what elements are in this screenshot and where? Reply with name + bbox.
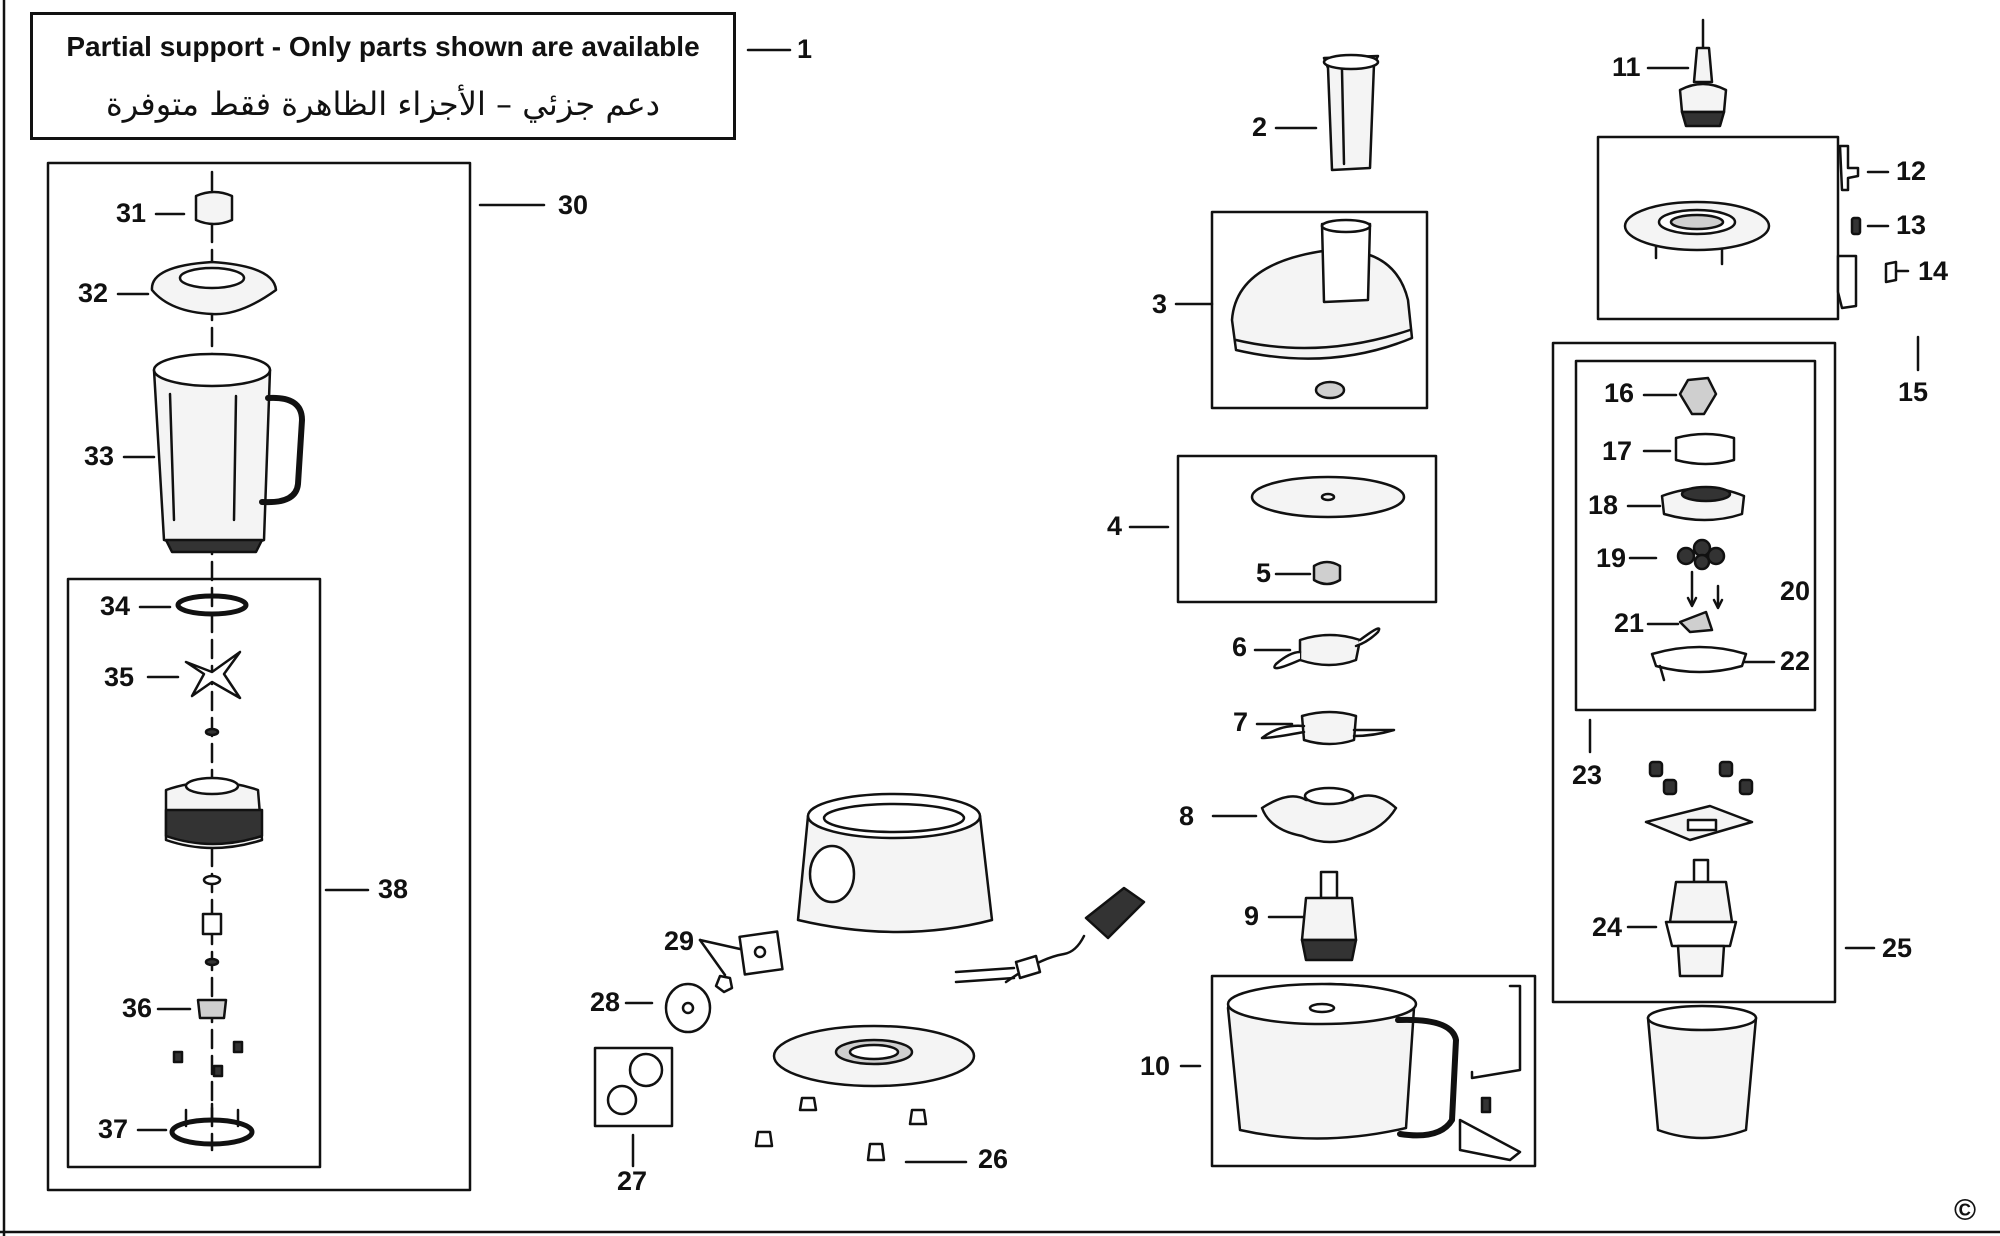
part-label-38: 38 <box>378 874 409 904</box>
part-label-31: 31 <box>116 198 147 228</box>
part-label-21: 21 <box>1614 608 1645 638</box>
blade-coupling <box>172 998 244 1078</box>
work-bowl <box>1226 982 1522 1162</box>
part-label-10: 10 <box>1140 1051 1171 1081</box>
part-label-7: 7 <box>1233 707 1249 737</box>
part-label-15: 15 <box>1898 377 1929 407</box>
part-label-30: 30 <box>558 190 589 220</box>
part-label-17: 17 <box>1602 436 1633 466</box>
whisk-disc <box>1260 786 1398 844</box>
switch-assembly-box <box>593 1046 674 1128</box>
part-label-18: 18 <box>1588 490 1619 520</box>
part-label-1: 1 <box>797 34 813 64</box>
notice-arabic: دعم جزئي – الأجزاء الظاهرة فقط متوفرة <box>105 85 661 123</box>
part-label-23: 23 <box>1572 760 1603 790</box>
lid-assembly-box <box>1210 210 1429 410</box>
switch-parts <box>606 930 784 1116</box>
blender-base-ring <box>169 1102 255 1147</box>
part-label-19: 19 <box>1596 543 1627 573</box>
gearbox <box>1644 760 1754 978</box>
part-label-16: 16 <box>1604 378 1635 408</box>
part-label-2: 2 <box>1252 112 1268 142</box>
part-label-6: 6 <box>1232 632 1248 662</box>
blade-assembly-box <box>66 577 322 1169</box>
part-label-24: 24 <box>1592 912 1623 942</box>
blender-jug <box>152 352 305 554</box>
power-cord <box>954 886 1146 984</box>
part-label-28: 28 <box>590 987 621 1017</box>
gear-set <box>1650 376 1748 682</box>
part-label-35: 35 <box>104 662 135 692</box>
bowl-lid <box>1230 218 1414 400</box>
gearbox-housing <box>1646 1004 1758 1140</box>
part-label-25: 25 <box>1882 933 1913 963</box>
part-label-14: 14 <box>1918 256 1949 286</box>
copyright-mark: © <box>1954 1194 1977 1227</box>
part-label-27: 27 <box>617 1166 648 1196</box>
disc-assembly-box <box>1176 454 1438 604</box>
blender-cap <box>194 190 234 226</box>
part-label-34: 34 <box>100 591 131 621</box>
part-label-5: 5 <box>1256 558 1272 588</box>
food-pusher <box>1322 53 1380 172</box>
part-label-20: 20 <box>1780 576 1811 606</box>
motor-housing <box>796 792 994 934</box>
leader-lines <box>116 48 1920 1168</box>
part-label-11: 11 <box>1612 52 1641 82</box>
bowl-lid-interlock-box <box>1596 135 1840 321</box>
availability-notice: Partial support - Only parts shown are a… <box>30 12 736 140</box>
slicing-disc <box>1250 475 1406 586</box>
rubber-feet <box>754 1096 928 1162</box>
lid-interlock-parts <box>1623 144 1898 310</box>
gear-set-box <box>1574 359 1817 712</box>
part-label-26: 26 <box>978 1144 1009 1174</box>
part-label-36: 36 <box>122 993 153 1023</box>
part-label-12: 12 <box>1896 156 1927 186</box>
blender-assembly-box <box>46 161 472 1192</box>
bowl-assembly-box <box>1210 974 1537 1168</box>
part-label-8: 8 <box>1179 801 1195 831</box>
part-label-9: 9 <box>1244 901 1260 931</box>
spindle <box>1678 18 1728 128</box>
part-label-32: 32 <box>78 278 109 308</box>
dough-tool <box>1260 710 1396 746</box>
notice-english: Partial support - Only parts shown are a… <box>66 31 700 62</box>
gearbox-assembly-box <box>1551 341 1837 1004</box>
chopping-blade <box>1273 627 1381 670</box>
blender-lid <box>150 260 278 316</box>
base-plate <box>772 1024 976 1088</box>
part-label-13: 13 <box>1896 210 1927 240</box>
blender-blade <box>184 650 242 737</box>
part-label-22: 22 <box>1780 646 1811 676</box>
sealing-ring <box>175 593 249 617</box>
part-label-33: 33 <box>84 441 115 471</box>
part-label-4: 4 <box>1107 511 1123 541</box>
part-label-29: 29 <box>664 926 695 956</box>
drive-shaft <box>1300 870 1358 962</box>
part-label-3: 3 <box>1152 289 1168 319</box>
part-label-37: 37 <box>98 1114 129 1144</box>
blade-carrier <box>164 776 264 967</box>
